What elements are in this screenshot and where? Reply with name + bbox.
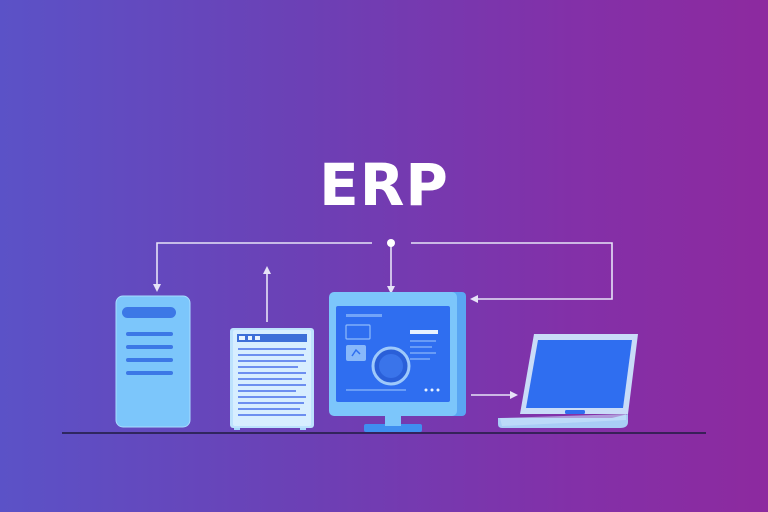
connector-hub-dot <box>387 239 395 247</box>
connector-lines <box>153 242 613 399</box>
erp-title: ERP <box>319 151 449 219</box>
connector-to-server <box>153 242 372 292</box>
document-icon <box>230 328 314 430</box>
server-icon <box>115 295 191 428</box>
laptop-icon <box>498 334 638 428</box>
desktop-monitor-icon <box>329 292 466 432</box>
connector-to-monitor-side <box>411 242 613 303</box>
